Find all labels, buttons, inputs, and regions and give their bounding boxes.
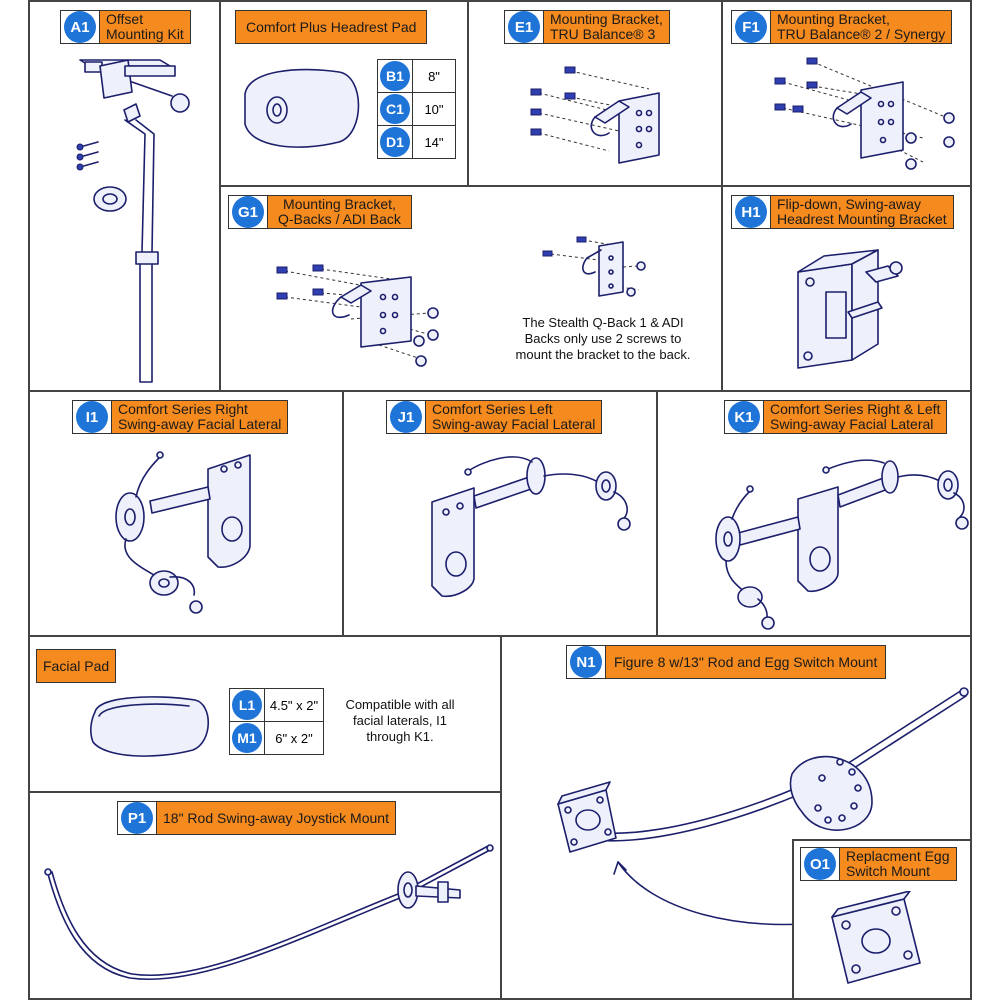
badge-l1: L1 <box>232 690 262 720</box>
label-h1-line1: Flip-down, Swing-away <box>777 196 921 212</box>
facial-pad-note-line3: through K1. <box>366 729 434 744</box>
badge-m1: M1 <box>232 723 262 753</box>
headrest-pad-title: Comfort Plus Headrest Pad <box>236 11 427 43</box>
panel-f1: F1 Mounting Bracket,TRU Balance® 2 / Syn… <box>721 0 972 187</box>
size-c1: 10" <box>412 92 456 126</box>
stealth-bracket-illustration <box>542 236 646 297</box>
size-d1: 14" <box>412 125 456 159</box>
panel-e1: E1 Mounting Bracket,TRU Balance® 3 <box>467 0 723 187</box>
label-p1: P1 18" Rod Swing-away Joystick Mount <box>117 801 396 835</box>
badge-p1: P1 <box>121 802 153 834</box>
panel-n1: N1 Figure 8 w/13" Rod and Egg Switch Mou… <box>500 635 972 1000</box>
label-j1-line2: Swing-away Facial Lateral <box>432 416 596 432</box>
right-left-facial-lateral-illustration <box>715 459 969 630</box>
tru-balance-2-synergy-bracket-illustration <box>774 57 955 170</box>
size-l1: 4.5" x 2" <box>264 688 324 722</box>
figure-8-rod-illustration <box>557 687 969 926</box>
facial-pad-illustration <box>90 696 209 757</box>
g1-note-line1: The Stealth Q-Back 1 & ADI <box>522 315 684 330</box>
label-f1: F1 Mounting Bracket,TRU Balance® 2 / Syn… <box>731 10 953 44</box>
q-backs-adi-bracket-illustration <box>276 264 439 367</box>
label-f1-line2: TRU Balance® 2 / Synergy <box>777 26 946 42</box>
label-e1: E1 Mounting Bracket,TRU Balance® 3 <box>504 10 670 44</box>
left-facial-lateral-illustration <box>431 456 631 598</box>
facial-pad-note-line1: Compatible with all <box>345 697 455 712</box>
g1-note: The Stealth Q-Back 1 & ADI Backs only us… <box>513 315 693 363</box>
egg-switch-mount-illustration <box>831 891 921 984</box>
badge-k1: K1 <box>728 401 760 433</box>
facial-pad-note-line2: facial laterals, I1 <box>353 713 447 728</box>
label-e1-line2: TRU Balance® 3 <box>550 26 656 42</box>
label-f1-line1: Mounting Bracket, <box>777 11 890 27</box>
label-a1-line1: Offset <box>106 11 144 27</box>
label-headrest-pad: Comfort Plus Headrest Pad <box>235 10 428 44</box>
badge-h1: H1 <box>735 196 767 228</box>
label-n1: N1 Figure 8 w/13" Rod and Egg Switch Mou… <box>566 645 887 679</box>
label-g1: G1 Mounting Bracket,Q-Backs / ADI Back <box>228 195 412 229</box>
badge-o1: O1 <box>804 848 836 880</box>
flip-down-bracket-illustration <box>797 249 903 369</box>
size-m1: 6" x 2" <box>264 721 324 755</box>
g1-note-line2: Backs only use 2 screws to <box>524 331 682 346</box>
label-g1-line2: Q-Backs / ADI Back <box>278 211 401 227</box>
badge-c1: C1 <box>380 94 410 124</box>
badge-j1: J1 <box>390 401 422 433</box>
right-facial-lateral-illustration <box>115 451 251 614</box>
badge-b1: B1 <box>380 61 410 91</box>
facial-pad-note: Compatible with all facial laterals, I1 … <box>335 697 465 745</box>
label-i1-line1: Comfort Series Right <box>118 401 248 417</box>
label-k1-line2: Swing-away Facial Lateral <box>770 416 934 432</box>
badge-n1: N1 <box>570 646 602 678</box>
label-o1-line2: Switch Mount <box>846 863 931 879</box>
g1-note-line3: mount the bracket to the back. <box>515 347 691 362</box>
label-p1-text: 18" Rod Swing-away Joystick Mount <box>156 802 395 834</box>
label-facial-pad: Facial Pad <box>36 649 117 683</box>
badge-f1: F1 <box>735 11 767 43</box>
panel-g1: G1 Mounting Bracket,Q-Backs / ADI Back T… <box>219 185 723 392</box>
label-j1-line1: Comfort Series Left <box>432 401 553 417</box>
badge-g1: G1 <box>232 196 264 228</box>
badge-e1: E1 <box>508 11 540 43</box>
label-g1-line1: Mounting Bracket, <box>283 196 396 212</box>
label-h1-line2: Headrest Mounting Bracket <box>777 211 947 227</box>
label-n1-text: Figure 8 w/13" Rod and Egg Switch Mount <box>605 646 886 678</box>
label-a1-line2: Mounting Kit <box>106 26 184 42</box>
badge-d1: D1 <box>380 127 410 157</box>
tru-balance-3-bracket-illustration <box>530 66 660 164</box>
label-i1-line2: Swing-away Facial Lateral <box>118 416 282 432</box>
badge-a1: A1 <box>64 11 96 43</box>
joystick-mount-illustration <box>44 844 494 981</box>
label-e1-line1: Mounting Bracket, <box>550 11 663 27</box>
badge-i1: I1 <box>76 401 108 433</box>
facial-pad-title: Facial Pad <box>37 650 116 682</box>
headrest-pad-illustration <box>244 68 360 148</box>
panel-p1: P1 18" Rod Swing-away Joystick Mount <box>28 791 502 1000</box>
size-b1: 8" <box>412 59 456 93</box>
label-o1-line1: Replacment Egg <box>846 848 950 864</box>
offset-mounting-kit-illustration <box>76 59 190 383</box>
label-k1-line1: Comfort Series Right & Left <box>770 401 941 417</box>
